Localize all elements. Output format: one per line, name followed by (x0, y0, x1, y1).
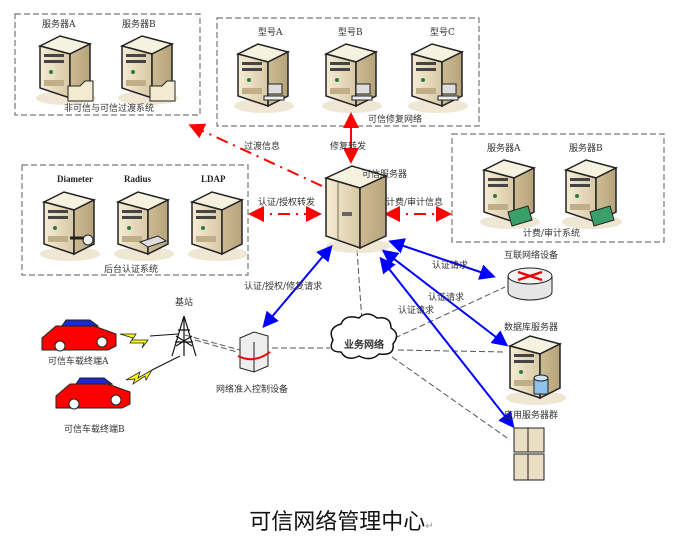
group-label: 非可信与可信过渡系统 (64, 102, 154, 114)
card-reader-icon (138, 235, 168, 248)
link-server-cloud (356, 249, 363, 323)
server-icon (187, 191, 249, 262)
server-icon (39, 191, 101, 262)
link-car-b-bolt (151, 355, 181, 371)
link-station-access (194, 339, 238, 353)
business-network-label: 业务网络 (344, 338, 384, 351)
server-label: 服务器A (42, 18, 76, 30)
filter-icon (149, 80, 176, 102)
server-icon (113, 191, 175, 262)
diagram-caption: 可信网络管理中心↵ (0, 504, 683, 536)
wireless-signal-icon (119, 333, 149, 349)
server-label: Diameter (57, 174, 93, 184)
group-label: 后台认证系统 (104, 263, 158, 275)
wireless-signal-icon (125, 368, 154, 386)
server-label: 型号A (258, 27, 283, 38)
key-icon (70, 234, 94, 246)
link-label: 认证/授权/修复请求 (244, 280, 322, 292)
server-icon (321, 43, 383, 114)
server-label: 服务器B (122, 18, 156, 30)
cloud-icon (330, 313, 398, 360)
transition-arrow (188, 123, 323, 187)
group-label: 可信修复网络 (368, 113, 422, 125)
db-server-label: 数据库服务器 (504, 321, 558, 333)
server-label: 服务器A (487, 142, 521, 154)
trusted-server-label: 可信服务器 (362, 168, 407, 180)
workstation-icon (351, 83, 373, 101)
db-server-icon (505, 335, 567, 406)
money-icon (589, 205, 615, 227)
server-label: 服务器B (569, 142, 603, 154)
billing-system-box (451, 133, 665, 243)
base-station-icon (171, 315, 197, 357)
caption-text: 可信网络管理中心 (249, 510, 426, 535)
link-label: 认证请求 (398, 304, 434, 316)
car-a-label: 可信车载终端A (48, 355, 109, 367)
server-icon (233, 43, 295, 114)
link-label: 认证/授权转发 (258, 196, 315, 208)
auth-request-arrow-app (379, 256, 515, 429)
link-car-a-station (184, 334, 241, 351)
app-servers-label: 应用服务器群 (504, 409, 558, 421)
car-icon (55, 377, 131, 410)
car-icon (41, 319, 117, 352)
link-car-a-bolt (149, 333, 179, 337)
link-label: 认证请求 (428, 291, 464, 303)
app-server-cluster-icon (513, 427, 545, 481)
server-label: 型号B (338, 27, 363, 38)
paragraph-mark: ↵ (425, 521, 434, 532)
base-station-label: 基站 (175, 296, 193, 308)
workstation-icon (263, 83, 285, 101)
server-label: Radius (124, 174, 152, 184)
access-control-label: 网络准入控制设备 (216, 383, 288, 395)
link-label: 计费/审计信息 (386, 196, 443, 208)
link-cloud-db (397, 349, 506, 353)
server-icon (407, 43, 469, 114)
car-b-label: 可信车载终端B (64, 423, 125, 435)
database-icon (533, 374, 549, 395)
link-label: 过渡信息 (244, 140, 280, 152)
internet-device-label: 互联网络设备 (504, 249, 558, 261)
access-control-icon (237, 331, 271, 373)
link-label: 认证请求 (432, 259, 468, 271)
trusted-server-icon (323, 165, 390, 253)
workstation-icon (437, 83, 459, 101)
money-icon (507, 205, 533, 227)
group-label: 计费/审计系统 (523, 227, 580, 239)
server-label: LDAP (201, 174, 226, 184)
server-label: 型号C (430, 27, 455, 38)
filter-system-box (14, 13, 201, 116)
link-label: 修复转发 (330, 140, 366, 152)
auth-repair-request-arrow (262, 244, 333, 329)
filter-icon (67, 80, 94, 102)
router-icon (507, 267, 553, 301)
